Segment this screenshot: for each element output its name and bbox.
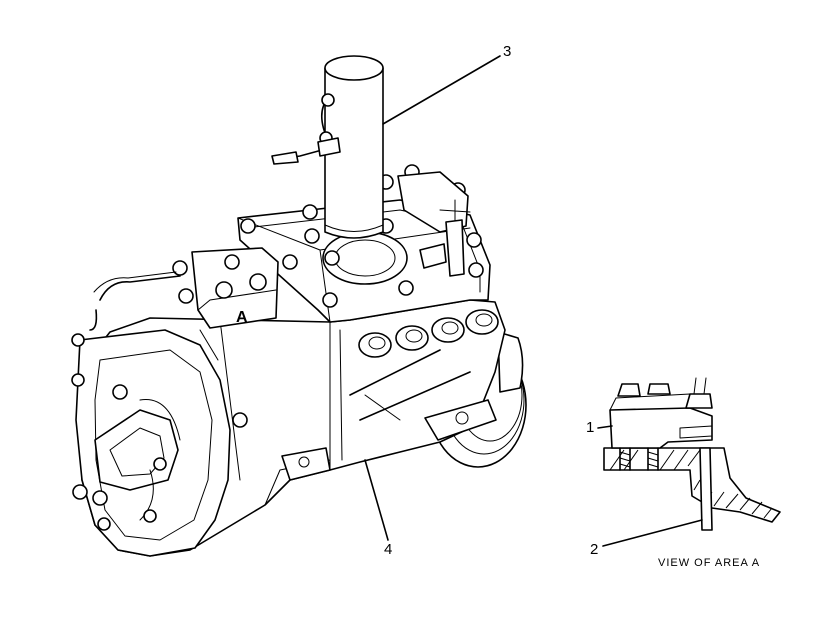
shutoff-solenoid — [324, 55, 384, 239]
view-caption: VIEW OF AREA A — [658, 557, 760, 569]
callout-1: 1 — [586, 419, 594, 436]
mounting-foot-left — [281, 447, 331, 481]
mounting-foot-right — [424, 399, 497, 441]
callout-3: 3 — [503, 43, 511, 60]
leader-1 — [597, 425, 613, 429]
front-cover-bolts — [71, 333, 248, 531]
fuel-injection-pump: A — [71, 55, 527, 557]
wire-lead — [271, 93, 341, 165]
dowel-pin — [699, 447, 713, 531]
area-a-marker: A — [236, 309, 248, 326]
leader-3 — [382, 55, 501, 125]
detail-view-a — [603, 377, 781, 531]
callout-2: 2 — [590, 541, 598, 558]
leader-2 — [602, 519, 703, 547]
leader-4 — [364, 459, 389, 541]
area-a-bracket: A — [172, 247, 279, 329]
delivery-valve-holders — [358, 309, 499, 358]
callout-4: 4 — [384, 541, 392, 558]
